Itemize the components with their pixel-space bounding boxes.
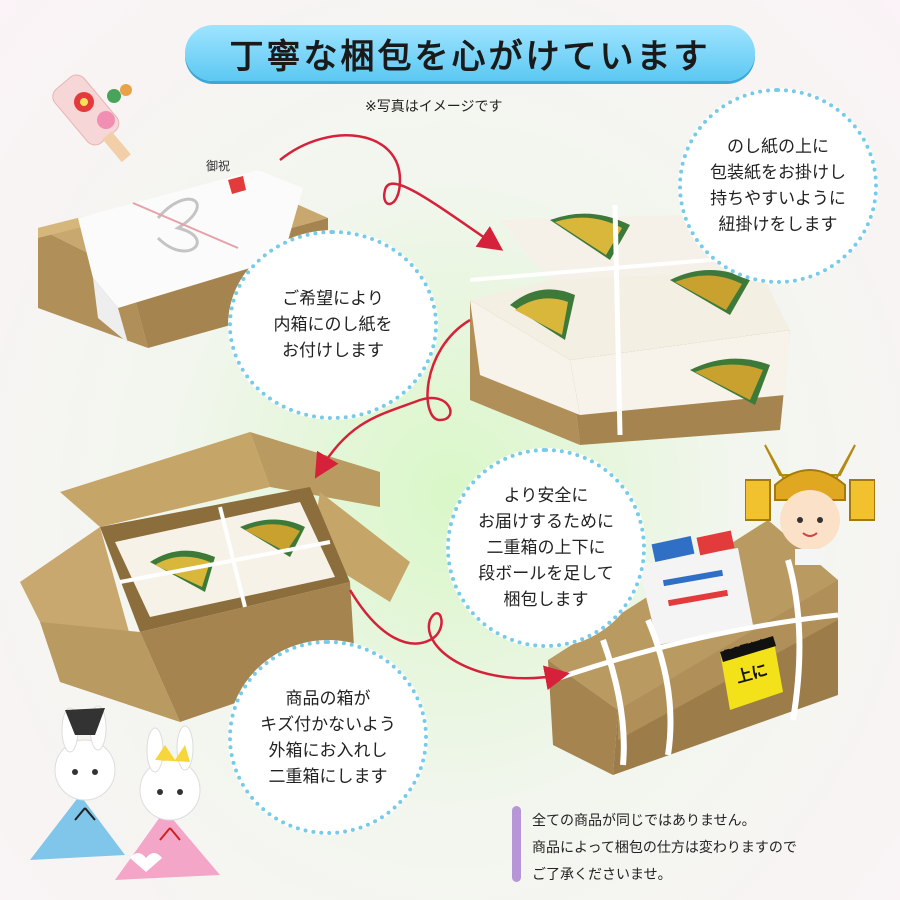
- svg-text:御祝: 御祝: [206, 158, 230, 173]
- double-box-photo: 上に: [548, 520, 839, 775]
- image-note: ※写真はイメージです: [365, 99, 503, 115]
- footer-line-2: 商品によって梱包の仕方は変わりますので: [532, 840, 797, 856]
- title-banner: 丁寧な梱包を心がけています: [185, 25, 755, 81]
- page-title: 丁寧な梱包を心がけています: [229, 36, 711, 77]
- bubble-wrapping-paper-text: のし紙の上に 包装紙をお掛けし 持ちやすいように 紐掛けをします: [710, 137, 846, 235]
- open-outer-box-photo: [20, 432, 410, 722]
- footer-line-1: 全ての商品が同じではありません。: [532, 813, 756, 829]
- arrow-step1-to-step2: [279, 134, 504, 251]
- wrapped-box-photo: [470, 204, 790, 445]
- hina-dolls-characters: [30, 705, 220, 880]
- footer-disclaimer: 全ての商品が同じではありません。 商品によって梱包の仕方は変わりますので ご了承…: [512, 808, 892, 889]
- bubble-outer-box: 商品の箱が キズ付かないよう 外箱にお入れし 二重箱にします: [228, 640, 428, 835]
- inner-box-with-noshi-photo: 御祝: [38, 158, 328, 348]
- bubble-noshi: ご希望により 内箱にのし紙を お付けします: [228, 230, 438, 420]
- kabuto-boy-character: [745, 444, 875, 565]
- bubble-noshi-text: ご希望により 内箱にのし紙を お付けします: [273, 289, 393, 361]
- footer-line-3: ご了承くださいませ。: [532, 867, 672, 883]
- arrow-step3-to-step4: [348, 589, 570, 691]
- bubble-wrapping-paper: のし紙の上に 包装紙をお掛けし 持ちやすいように 紐掛けをします: [678, 88, 878, 284]
- bubble-double-box-cardboard-text: より安全に お届けするために 二重箱の上下に 段ボールを足して 梱包します: [478, 486, 614, 610]
- bubble-outer-box-text: 商品の箱が キズ付かないよう 外箱にお入れし 二重箱にします: [260, 688, 396, 787]
- bubble-double-box-cardboard: より安全に お届けするために 二重箱の上下に 段ボールを足して 梱包します: [446, 448, 646, 648]
- arrow-step2-to-step3: [314, 318, 471, 479]
- hagoita-decoration: [52, 74, 132, 163]
- footer-accent-bar: [512, 806, 521, 882]
- this-side-up-sticker: 上に: [720, 636, 783, 710]
